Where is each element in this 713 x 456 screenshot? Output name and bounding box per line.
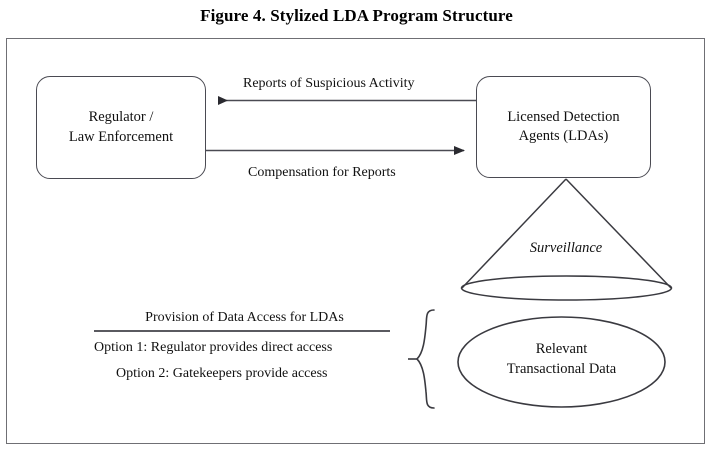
node-regulator-label: Regulator / Law Enforcement — [69, 108, 173, 146]
ellipse-label-relevant-transactional-data: Relevant Transactional Data — [458, 340, 665, 379]
options-heading: Provision of Data Access for LDAs — [145, 310, 344, 325]
option-item-2: Option 2: Gatekeepers provide access — [116, 365, 328, 381]
ellipse-label-line1: Relevant — [535, 341, 588, 357]
edge-label-reports-of-suspicious-activity: Reports of Suspicious Activity — [243, 76, 415, 91]
node-regulator-line1: Regulator / — [88, 109, 154, 126]
figure-title: Figure 4. Stylized LDA Program Structure — [200, 6, 513, 25]
option-item-1: Option 1: Regulator provides direct acce… — [94, 339, 333, 355]
options-divider — [94, 330, 390, 332]
ellipse-label-line2: Transactional Data — [506, 360, 617, 377]
node-regulator-law-enforcement[interactable]: Regulator / Law Enforcement — [36, 76, 206, 179]
data-access-options-block: Provision of Data Access for LDAs Option… — [92, 310, 397, 382]
node-regulator-line2: Law Enforcement — [68, 128, 174, 145]
cone-label-surveillance: Surveillance — [529, 240, 603, 256]
node-lda-line2: Agents (LDAs) — [518, 128, 609, 144]
node-lda-label: Licensed Detection Agents (LDAs) — [507, 108, 619, 146]
node-lda-line1: Licensed Detection — [507, 108, 620, 125]
edge-label-compensation-for-reports: Compensation for Reports — [248, 165, 396, 180]
node-licensed-detection-agents[interactable]: Licensed Detection Agents (LDAs) — [476, 76, 651, 178]
